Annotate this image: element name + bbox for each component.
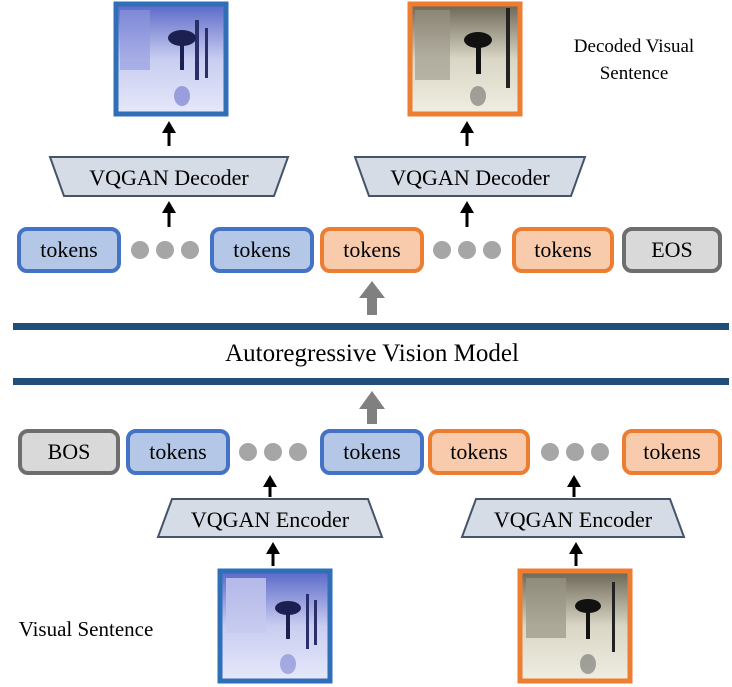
arrow-model-to-output [359, 281, 385, 315]
output-token-4: tokens [512, 227, 614, 273]
arrow-decoder-to-image-left [162, 121, 176, 146]
arrow-image-to-encoder-right [569, 542, 583, 566]
encoder-right-label: VQGAN Encoder [494, 507, 653, 532]
output-ellipsis-2 [433, 241, 501, 259]
arrow-image-to-encoder-left [266, 542, 280, 566]
vqgan-decoder-left: VQGAN Decoder [48, 156, 290, 197]
output-token-1: tokens [17, 227, 121, 273]
output-token-2-label: tokens [233, 237, 290, 262]
visual-sentence-image-blue [217, 568, 333, 684]
visual-sentence-image-orange [517, 568, 633, 684]
output-token-4-label: tokens [534, 237, 591, 262]
arrow-tokens-to-decoder-right [460, 201, 474, 227]
input-token-4-label: tokens [643, 439, 700, 464]
input-token-1-label: tokens [149, 439, 206, 464]
visual-sentence-label: Visual Sentence [19, 617, 154, 641]
output-token-2: tokens [210, 227, 314, 273]
arrow-input-to-model [359, 391, 385, 424]
arrow-encoder-to-tokens-left [263, 475, 277, 497]
decoded-image-orange [407, 1, 523, 117]
vqgan-encoder-left: VQGAN Encoder [156, 498, 384, 538]
input-token-bos-label: BOS [48, 439, 91, 464]
decoded-label-line2: Sentence [600, 63, 669, 84]
input-token-1: tokens [126, 429, 230, 475]
output-token-eos-label: EOS [651, 237, 693, 262]
input-token-4: tokens [622, 429, 722, 475]
model-label: Autoregressive Vision Model [225, 340, 519, 367]
output-token-eos: EOS [622, 227, 722, 273]
input-token-bos: BOS [18, 429, 120, 475]
decoder-left-label: VQGAN Decoder [89, 165, 249, 190]
arrow-tokens-to-decoder-left [162, 201, 176, 227]
decoded-label-line1: Decoded Visual [574, 36, 694, 57]
output-ellipsis-1 [131, 241, 199, 259]
input-token-3: tokens [428, 429, 530, 475]
vqgan-decoder-right: VQGAN Decoder [353, 156, 587, 197]
encoder-left-label: VQGAN Encoder [191, 507, 350, 532]
decoded-image-blue [113, 1, 229, 117]
vqgan-encoder-right: VQGAN Encoder [460, 498, 686, 538]
arrow-encoder-to-tokens-right [567, 475, 581, 497]
input-token-2: tokens [320, 429, 424, 475]
model-bottom-bar [13, 378, 729, 385]
decoder-right-label: VQGAN Decoder [390, 165, 550, 190]
output-token-1-label: tokens [40, 237, 97, 262]
output-token-3-label: tokens [343, 237, 400, 262]
input-ellipsis-2 [541, 443, 609, 461]
input-token-2-label: tokens [343, 439, 400, 464]
arrow-decoder-to-image-right [460, 121, 474, 146]
input-ellipsis-1 [239, 443, 307, 461]
model-top-bar [13, 323, 729, 330]
input-token-3-label: tokens [450, 439, 507, 464]
output-token-3: tokens [320, 227, 424, 273]
